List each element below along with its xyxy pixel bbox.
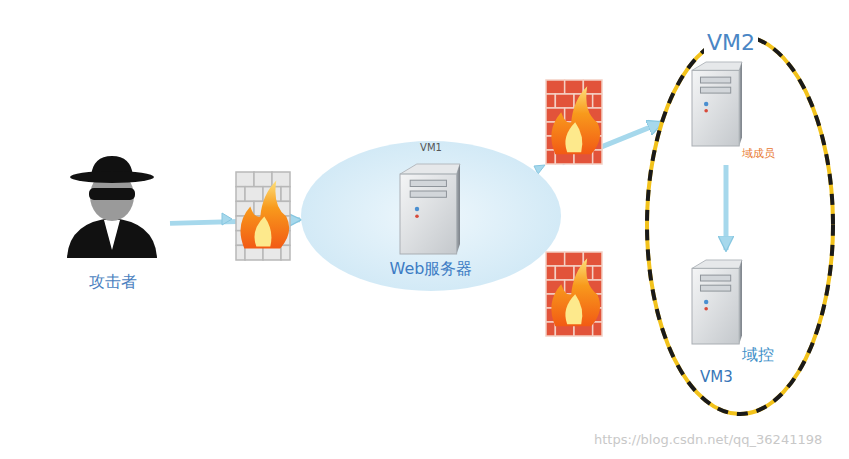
brick (546, 80, 565, 94)
role-label: 域控 (742, 346, 774, 364)
server-icon (400, 164, 460, 254)
role-label: 域成员 (742, 148, 775, 161)
brick (546, 150, 555, 164)
brick (281, 245, 290, 260)
brick (593, 94, 602, 108)
flow-arrow (724, 165, 729, 250)
domain-boundary (647, 36, 833, 414)
flame-core (565, 122, 582, 152)
power-led (704, 300, 708, 304)
arrow-head (222, 213, 232, 225)
vm-label: VM1 (420, 142, 442, 154)
status-led (704, 109, 708, 113)
brick (555, 266, 574, 280)
flame (551, 86, 600, 154)
attacker-icon (67, 156, 157, 258)
attacker-node: 攻击者 (55, 150, 170, 300)
flame (551, 258, 600, 326)
brick (546, 322, 555, 336)
server-side (457, 164, 460, 254)
attacker-collar (104, 220, 120, 250)
brick (555, 94, 574, 108)
server-front (692, 268, 739, 344)
drive-slot (410, 180, 446, 186)
brick (281, 187, 290, 202)
server-top (400, 164, 460, 174)
vm-label: VM2 (704, 30, 758, 55)
flame-core (255, 216, 272, 246)
flame-core (565, 294, 582, 324)
brick (236, 187, 245, 202)
vm-label: VM3 (700, 369, 733, 386)
server-front (400, 174, 457, 254)
server-icon (692, 260, 742, 344)
firewall-icon (236, 172, 290, 260)
status-led (415, 214, 419, 218)
firewall-icon (546, 252, 602, 336)
server-icon (692, 62, 742, 146)
drive-slot (700, 275, 730, 281)
brick (593, 150, 602, 164)
node-label: 攻击者 (89, 273, 137, 291)
brick (565, 252, 584, 266)
drive-slot (700, 87, 730, 93)
server-front (692, 70, 739, 146)
drive-slot (700, 77, 730, 83)
brick (245, 187, 263, 202)
hat-brim (70, 171, 154, 183)
drive-slot (410, 191, 446, 197)
attacker-body (67, 218, 157, 258)
zone-ellipse (301, 141, 561, 291)
power-led (704, 102, 708, 106)
brick (593, 266, 602, 280)
attacker-mask (89, 188, 135, 200)
flame (240, 180, 289, 248)
brick (565, 80, 584, 94)
domain-boundary-dash (647, 36, 833, 414)
brick (254, 172, 272, 187)
server-node: 域控 VM3 (662, 250, 790, 392)
server-top (692, 260, 742, 268)
server-node: VM2 域成员 (662, 28, 790, 165)
web-server-zone: VM1Web服务器 (300, 140, 562, 292)
brick (546, 266, 555, 280)
drive-slot (700, 285, 730, 291)
brick (546, 252, 565, 266)
firewall-icon (546, 80, 602, 164)
watermark: https://blog.csdn.net/qq_36241198 (594, 432, 822, 447)
brick (236, 172, 254, 187)
node-label: Web服务器 (390, 260, 473, 278)
brick (546, 94, 555, 108)
status-led (704, 307, 708, 311)
server-top (692, 62, 742, 70)
brick (236, 245, 245, 260)
power-led (415, 207, 419, 211)
brick (593, 322, 602, 336)
